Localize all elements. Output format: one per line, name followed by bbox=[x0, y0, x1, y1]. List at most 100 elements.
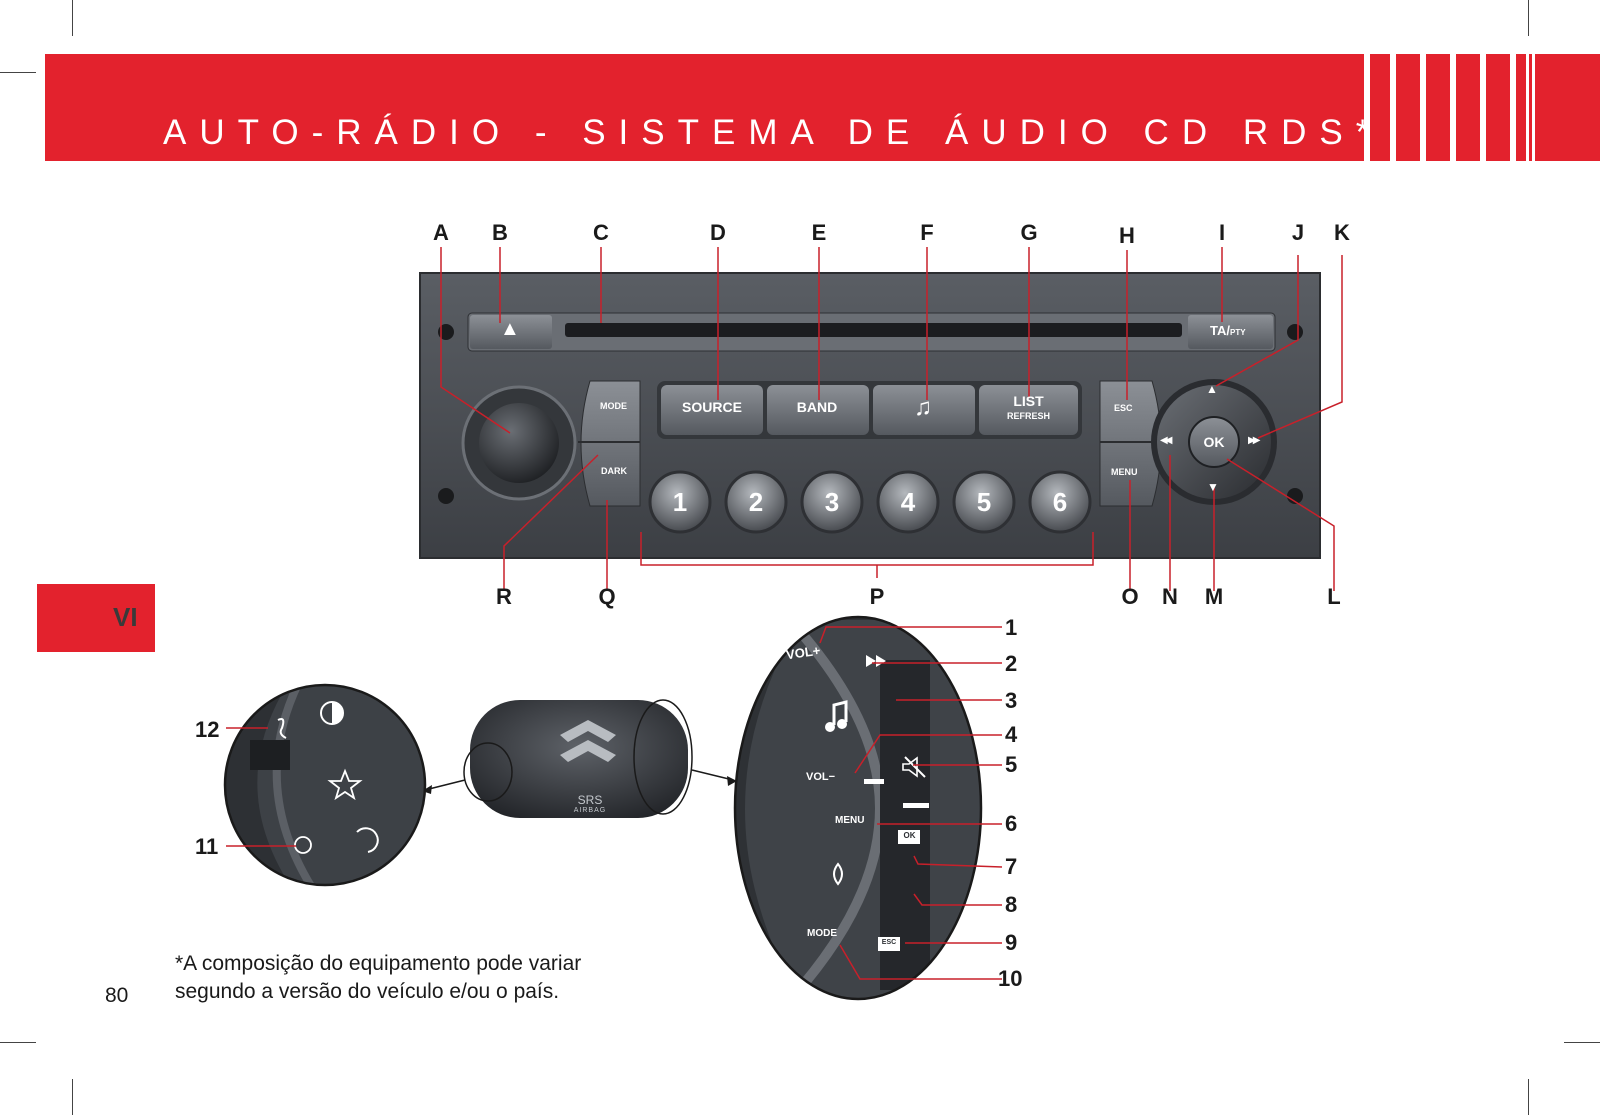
preset-label-5: 5 bbox=[976, 487, 992, 517]
footnote: *A composição do equipamento pode variar… bbox=[175, 950, 735, 1006]
callout-n: N bbox=[1162, 584, 1178, 609]
ta-label: TA/ bbox=[1210, 323, 1230, 338]
callout-10: 10 bbox=[998, 966, 1023, 991]
music-icon: ♫ bbox=[914, 394, 932, 421]
callout-9: 9 bbox=[1005, 930, 1018, 955]
refresh-label: REFRESH bbox=[1006, 411, 1050, 421]
seek-back-icon[interactable]: ◀◀ bbox=[1160, 435, 1173, 446]
music-button[interactable] bbox=[873, 385, 975, 435]
preset-label-4: 4 bbox=[900, 487, 916, 517]
band-button[interactable] bbox=[767, 385, 869, 435]
callout-l: L bbox=[1327, 584, 1341, 609]
preset-label-3: 3 bbox=[824, 487, 840, 517]
page-number: 80 bbox=[105, 984, 129, 1007]
callout-k: K bbox=[1334, 220, 1350, 245]
callout-r: R bbox=[496, 584, 512, 609]
callout-2: 2 bbox=[1005, 651, 1018, 676]
chapter-label: VI bbox=[113, 602, 138, 632]
page-title: AUTO-RÁDIO - SISTEMA DE ÁUDIO CD RDS* bbox=[163, 113, 1383, 152]
list-label: LIST bbox=[1013, 393, 1044, 409]
callout-4: 4 bbox=[1005, 722, 1018, 747]
steering-wheel-hub bbox=[463, 699, 693, 818]
crop-mark bbox=[0, 72, 36, 73]
preset-button-6[interactable] bbox=[1028, 470, 1092, 534]
callout-m: M bbox=[1204, 584, 1224, 609]
preset-label-6: 6 bbox=[1052, 487, 1068, 517]
callout-5: 5 bbox=[1005, 752, 1018, 777]
mode-steer-label: MODE bbox=[807, 928, 837, 939]
preset-buttons bbox=[648, 470, 1092, 534]
preset-label-2: 2 bbox=[748, 487, 764, 517]
airbag-label: SRS bbox=[577, 793, 603, 807]
ta-pty-button[interactable] bbox=[1188, 315, 1273, 349]
callout-1: 1 bbox=[1005, 615, 1018, 640]
dark-label: DARK bbox=[601, 466, 627, 476]
callout-3: 3 bbox=[1005, 688, 1018, 713]
seek-forward-icon[interactable]: ▶▶ bbox=[1248, 435, 1261, 446]
preset-button-3[interactable] bbox=[800, 470, 864, 534]
crop-mark bbox=[0, 1042, 36, 1043]
callout-f: F bbox=[920, 220, 934, 245]
up-arrow-icon[interactable]: ▲ bbox=[1206, 382, 1218, 396]
callout-a: A bbox=[433, 220, 449, 245]
crop-mark bbox=[1564, 1042, 1600, 1043]
callout-d: D bbox=[710, 220, 726, 245]
crop-mark bbox=[72, 0, 73, 36]
preset-button-1[interactable] bbox=[648, 470, 712, 534]
callout-o: O bbox=[1121, 584, 1139, 609]
vol-minus-label: VOL− bbox=[806, 771, 836, 783]
preset-button-5[interactable] bbox=[952, 470, 1016, 534]
menu-label: MENU bbox=[1111, 467, 1138, 477]
callout-p: P bbox=[869, 584, 885, 609]
leader-lines bbox=[226, 247, 1343, 980]
callout-j: J bbox=[1291, 220, 1305, 245]
left-control-zoom bbox=[223, 683, 427, 887]
volume-knob[interactable] bbox=[461, 385, 577, 501]
preset-button-4[interactable] bbox=[876, 470, 940, 534]
callout-g: G bbox=[1020, 220, 1038, 245]
chapter-tab bbox=[37, 584, 155, 652]
zoom-arrow-right bbox=[691, 769, 734, 781]
ok-label: OK bbox=[1203, 434, 1225, 450]
menu-steer-label: MENU bbox=[835, 815, 865, 826]
callout-12: 12 bbox=[195, 717, 220, 742]
crop-mark bbox=[72, 1079, 73, 1115]
ok-steer-label: OK bbox=[903, 831, 916, 840]
eject-button[interactable] bbox=[470, 315, 552, 349]
crop-mark bbox=[1528, 0, 1529, 36]
function-button-bar bbox=[657, 381, 1082, 439]
esc-steer-label: ESC bbox=[881, 939, 897, 946]
down-arrow-icon[interactable]: ▼ bbox=[1207, 480, 1219, 494]
eject-icon: ▲ bbox=[500, 318, 520, 340]
source-label: SOURCE bbox=[682, 399, 742, 415]
esc-label: ESC bbox=[1114, 403, 1133, 413]
header-stripes bbox=[1350, 54, 1600, 161]
callout-6: 6 bbox=[1005, 811, 1018, 836]
list-refresh-button[interactable] bbox=[979, 385, 1078, 435]
callout-e: E bbox=[811, 220, 827, 245]
ta-pty-label: TA/PTY bbox=[1210, 323, 1246, 338]
crop-mark bbox=[1528, 1079, 1529, 1115]
callout-q: Q bbox=[598, 584, 616, 609]
ok-button[interactable] bbox=[1188, 416, 1240, 468]
footnote-line-2: segundo a versão do veículo e/ou o país. bbox=[175, 980, 560, 1003]
source-button[interactable] bbox=[661, 385, 763, 435]
band-label: BAND bbox=[796, 399, 838, 415]
callout-7: 7 bbox=[1005, 854, 1018, 879]
callout-i: I bbox=[1218, 220, 1226, 245]
mode-label: MODE bbox=[600, 401, 627, 411]
callout-8: 8 bbox=[1005, 892, 1018, 917]
header-band bbox=[45, 54, 1600, 161]
zoom-arrow-left bbox=[424, 779, 466, 791]
footnote-line-1: *A composição do equipamento pode variar bbox=[175, 952, 582, 975]
pty-label: PTY bbox=[1229, 328, 1246, 337]
callout-11: 11 bbox=[195, 834, 219, 859]
preset-label-1: 1 bbox=[672, 487, 688, 517]
arrow-head bbox=[727, 776, 737, 786]
preset-button-2[interactable] bbox=[724, 470, 788, 534]
airbag-sub-label: AIRBAG bbox=[573, 807, 607, 814]
callout-c: C bbox=[593, 220, 609, 245]
callout-b: B bbox=[492, 220, 508, 245]
mode-dark-rocker[interactable] bbox=[578, 380, 641, 507]
